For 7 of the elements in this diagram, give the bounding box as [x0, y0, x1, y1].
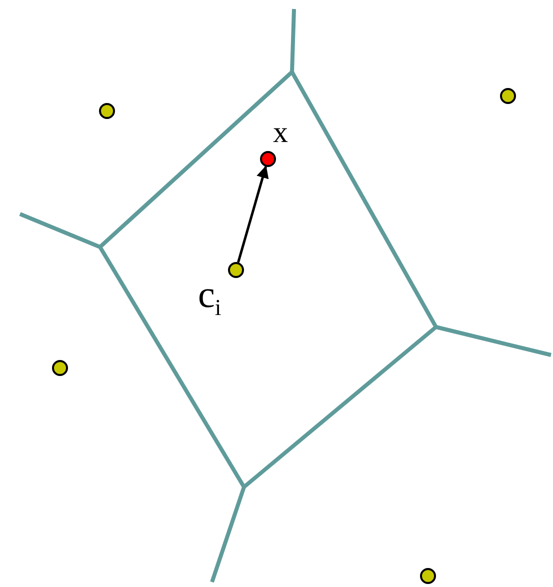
point-label: c$_{i}$: [198, 276, 222, 320]
arrow: [237, 165, 269, 263]
point-marker: [420, 568, 436, 584]
point-label: x: [273, 118, 288, 148]
point-marker: [500, 88, 516, 104]
point-marker: [99, 103, 115, 119]
point-marker: [52, 360, 68, 376]
